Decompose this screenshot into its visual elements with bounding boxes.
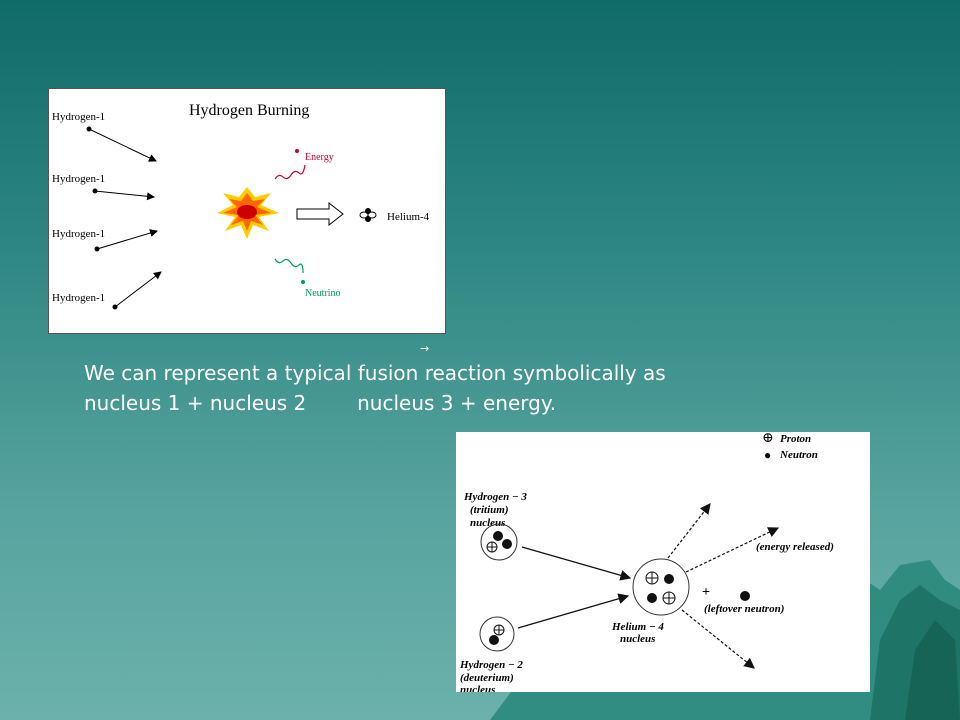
input-label-4: Hydrogen-1 <box>52 292 105 304</box>
energy-arrow-right <box>685 527 780 573</box>
energy-label: Energy <box>305 152 334 163</box>
legend-proton-symbol: ⊕ <box>762 432 774 446</box>
input-label-1: Hydrogen-1 <box>52 111 105 123</box>
legend-neutron-symbol: ● <box>764 448 771 462</box>
tritium-label-1: Hydrogen − 3 <box>463 491 527 503</box>
reaction-arrow-icon <box>296 201 344 227</box>
tritium-label-3: nucleus <box>470 517 505 529</box>
deuterium-arrow <box>517 593 630 629</box>
legend-neutron-label: Neutron <box>779 449 818 461</box>
energy-wave-icon <box>274 164 306 180</box>
leftover-neutron-label: (leftover neutron) <box>704 603 784 615</box>
fusion-reaction-svg: ⊕ Proton ● Neutron Hydrogen − 3 (tritium… <box>459 431 834 696</box>
helium-nucleus-icon <box>359 208 377 222</box>
plus-sign: + <box>702 585 710 600</box>
tritium-nucleus-icon <box>480 523 518 561</box>
deuterium-label-1: Hydrogen − 2 <box>459 659 523 671</box>
hydrogen-burning-diagram: Hydrogen Burning Hydrogen-1 Hydrogen-1 H… <box>48 88 446 334</box>
slide-caption: We can represent a typical fusion reacti… <box>84 358 666 418</box>
fusion-burst-icon <box>217 187 279 239</box>
deuterium-label-2: (deuterium) <box>460 672 514 684</box>
caption-line-1: We can represent a typical fusion reacti… <box>84 361 666 385</box>
hydrogen-burning-svg: Hydrogen Burning Hydrogen-1 Hydrogen-1 H… <box>52 102 430 310</box>
helium-label-1: Helium − 4 <box>611 621 664 633</box>
helium-nucleus-large-icon <box>632 558 690 616</box>
energy-arrow-down <box>681 609 755 669</box>
input-arrows <box>86 126 162 310</box>
burning-title: Hydrogen Burning <box>189 102 309 119</box>
fusion-reaction-diagram: ⊕ Proton ● Neutron Hydrogen − 3 (tritium… <box>456 431 870 696</box>
energy-released-label: (energy released) <box>756 541 834 553</box>
product-label: Helium-4 <box>387 211 430 223</box>
reaction-arrow-glyph: → <box>420 342 430 355</box>
legend-proton-label: Proton <box>780 433 811 445</box>
input-label-3: Hydrogen-1 <box>52 228 105 240</box>
deuterium-nucleus-icon <box>479 616 515 652</box>
tritium-arrow <box>521 546 632 581</box>
input-label-2: Hydrogen-1 <box>52 173 105 185</box>
legend: ⊕ Proton ● Neutron <box>762 431 818 462</box>
deuterium-label-3: nucleus <box>460 684 495 692</box>
helium-label-2: nucleus <box>620 633 655 645</box>
neutrino-wave-icon <box>274 258 304 274</box>
tritium-label-2: (tritium) <box>470 504 509 516</box>
energy-arrow-up <box>667 503 711 559</box>
leftover-neutron-icon <box>740 591 750 601</box>
caption-line-2: nucleus 1 + nucleus 2 nucleus 3 + energy… <box>84 391 557 415</box>
neutrino-label: Neutrino <box>305 288 341 299</box>
